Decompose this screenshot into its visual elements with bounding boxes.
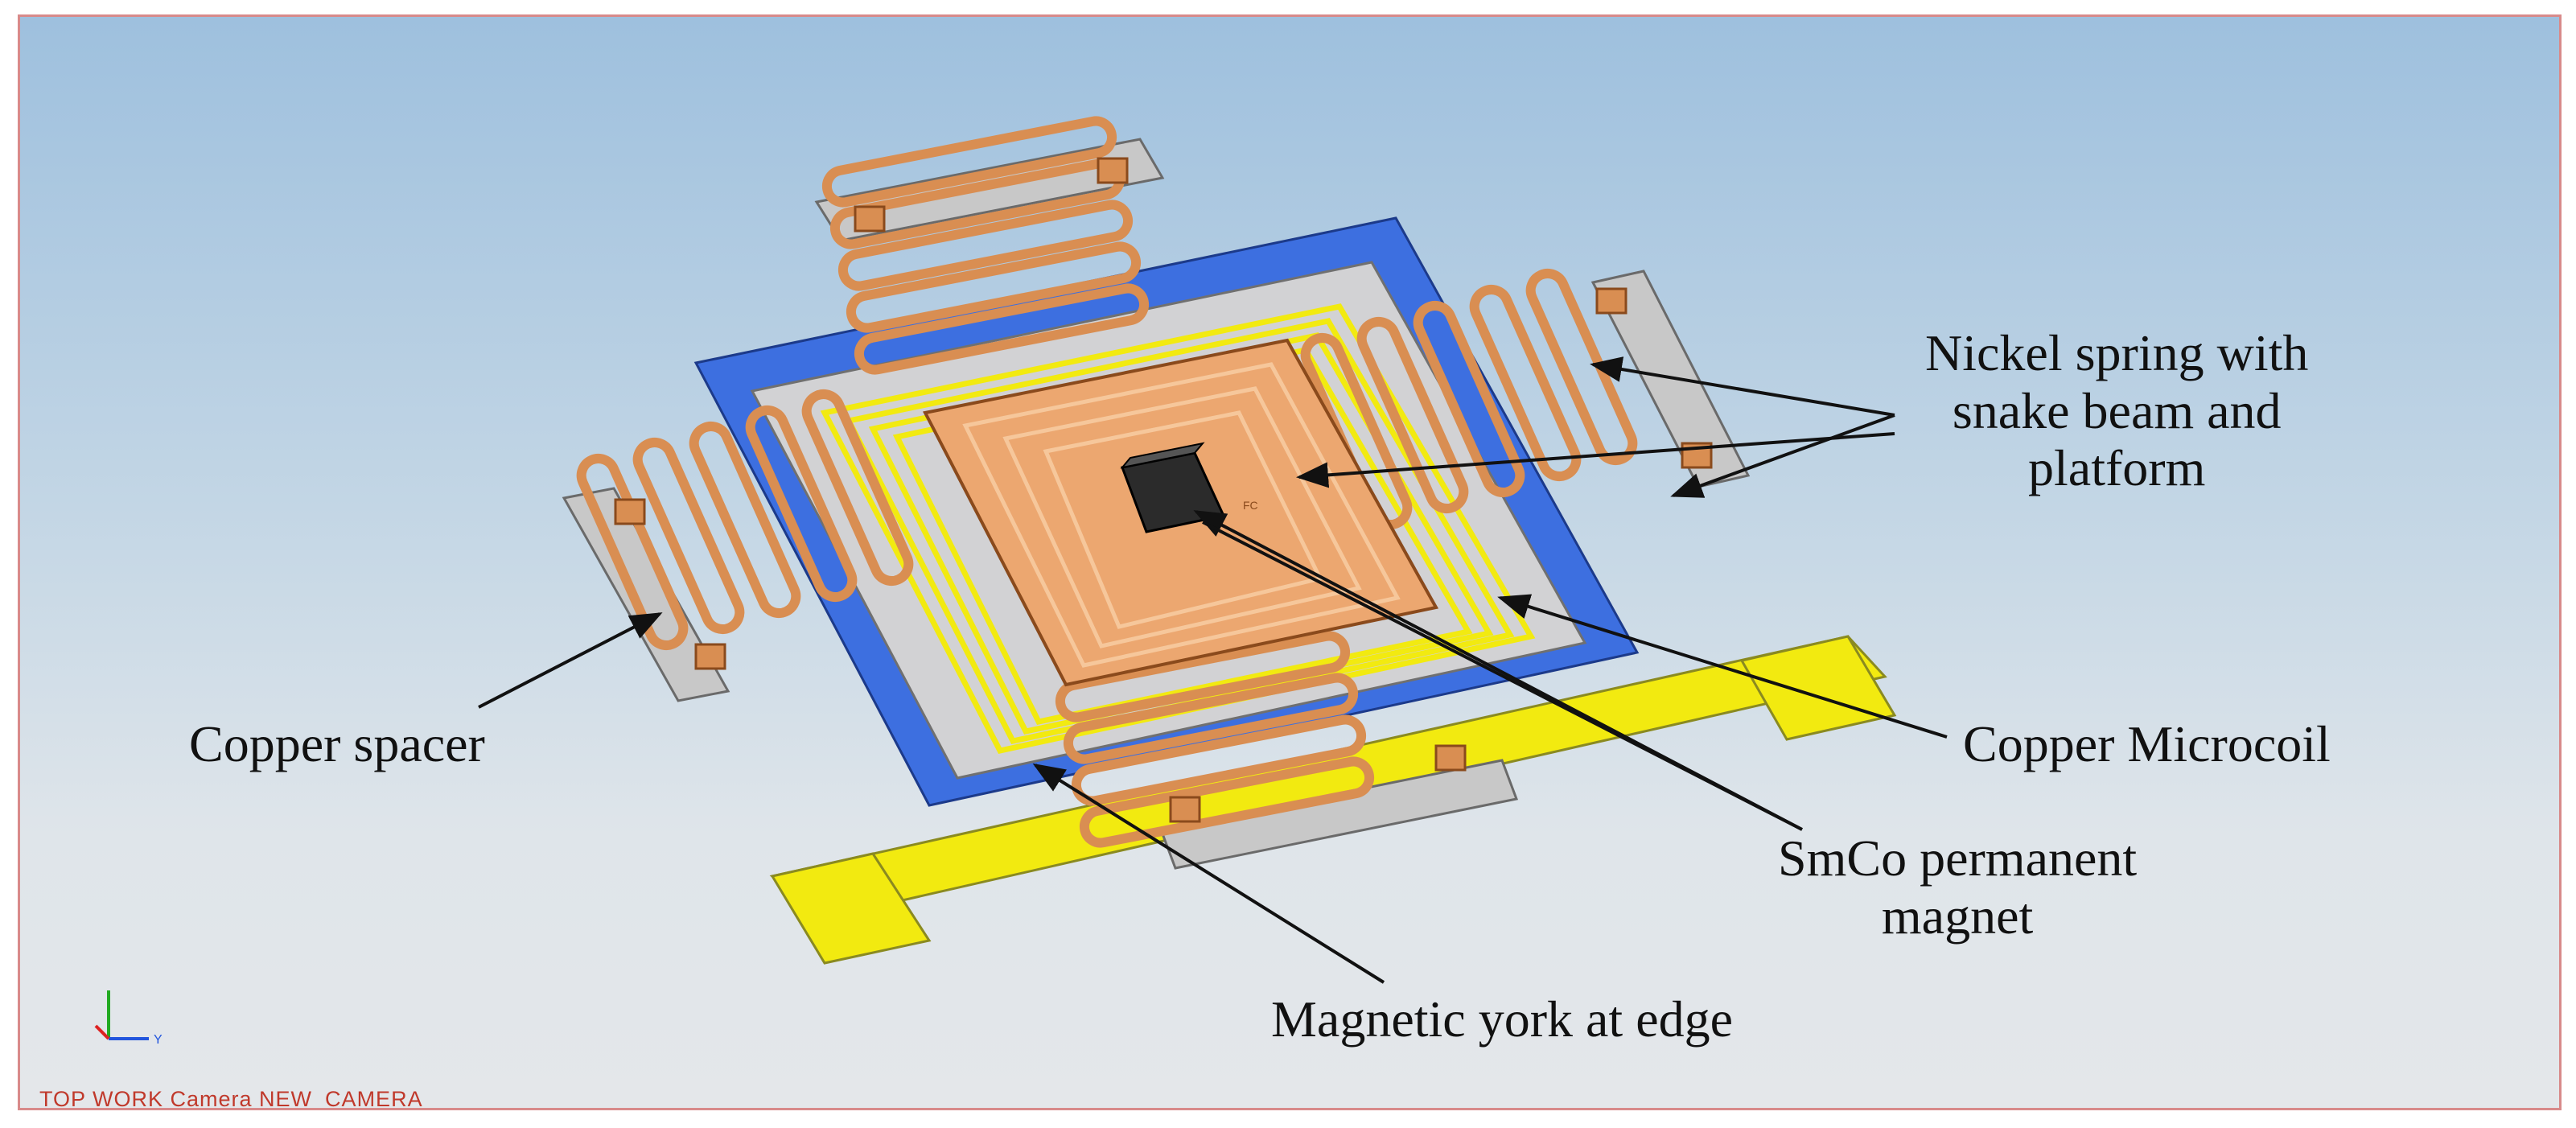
label-nickel-spring-line1: Nickel spring with (1925, 324, 2309, 381)
label-smco-magnet-line2: magnet (1881, 887, 2034, 945)
copper-spacer-bottom (1158, 759, 1519, 870)
label-nickel-spring-line3: platform (2028, 439, 2206, 497)
nickel-spring-left (576, 389, 914, 651)
label-nickel-spring: Nickel spring with snake beam and platfo… (1925, 324, 2308, 497)
axis-y-label: Y (154, 1033, 163, 1047)
arrow-copper-spacer (478, 612, 663, 709)
arrow-magnetic-york (1032, 763, 1385, 984)
mems-device-render: FC (478, 116, 1948, 984)
magnet-marker: FC (1243, 499, 1258, 512)
copper-microcoil-lead (769, 635, 1897, 965)
label-copper-spacer: Copper spacer (189, 715, 485, 772)
arrow-nickel-spring-2 (1670, 414, 1895, 498)
camera-label: TOP WORK Camera NEW_CAMERA (39, 1087, 423, 1110)
arrow-copper-microcoil (1497, 594, 1948, 739)
callout-arrows (478, 356, 1948, 984)
label-copper-microcoil: Copper Microcoil (1963, 715, 2331, 772)
arrow-nickel-spring-3 (1296, 432, 1895, 488)
cad-viewport[interactable]: FC Nickel spring with snake beam and pla… (18, 14, 2562, 1110)
label-nickel-spring-line2: snake beam and (1952, 381, 2282, 439)
label-magnetic-york: Magnetic york at edge (1271, 990, 1733, 1048)
arrow-smco-magnet-2 (1202, 521, 1803, 831)
spring-anchor-pads (614, 157, 1713, 823)
label-smco-magnet-line1: SmCo permanent (1778, 830, 2138, 887)
arrow-nickel-spring-1 (1590, 356, 1895, 417)
nickel-spring-bottom (1055, 631, 1375, 848)
axis-triad-icon: Y (94, 990, 163, 1047)
label-smco-magnet: SmCo permanent magnet (1778, 830, 2137, 945)
